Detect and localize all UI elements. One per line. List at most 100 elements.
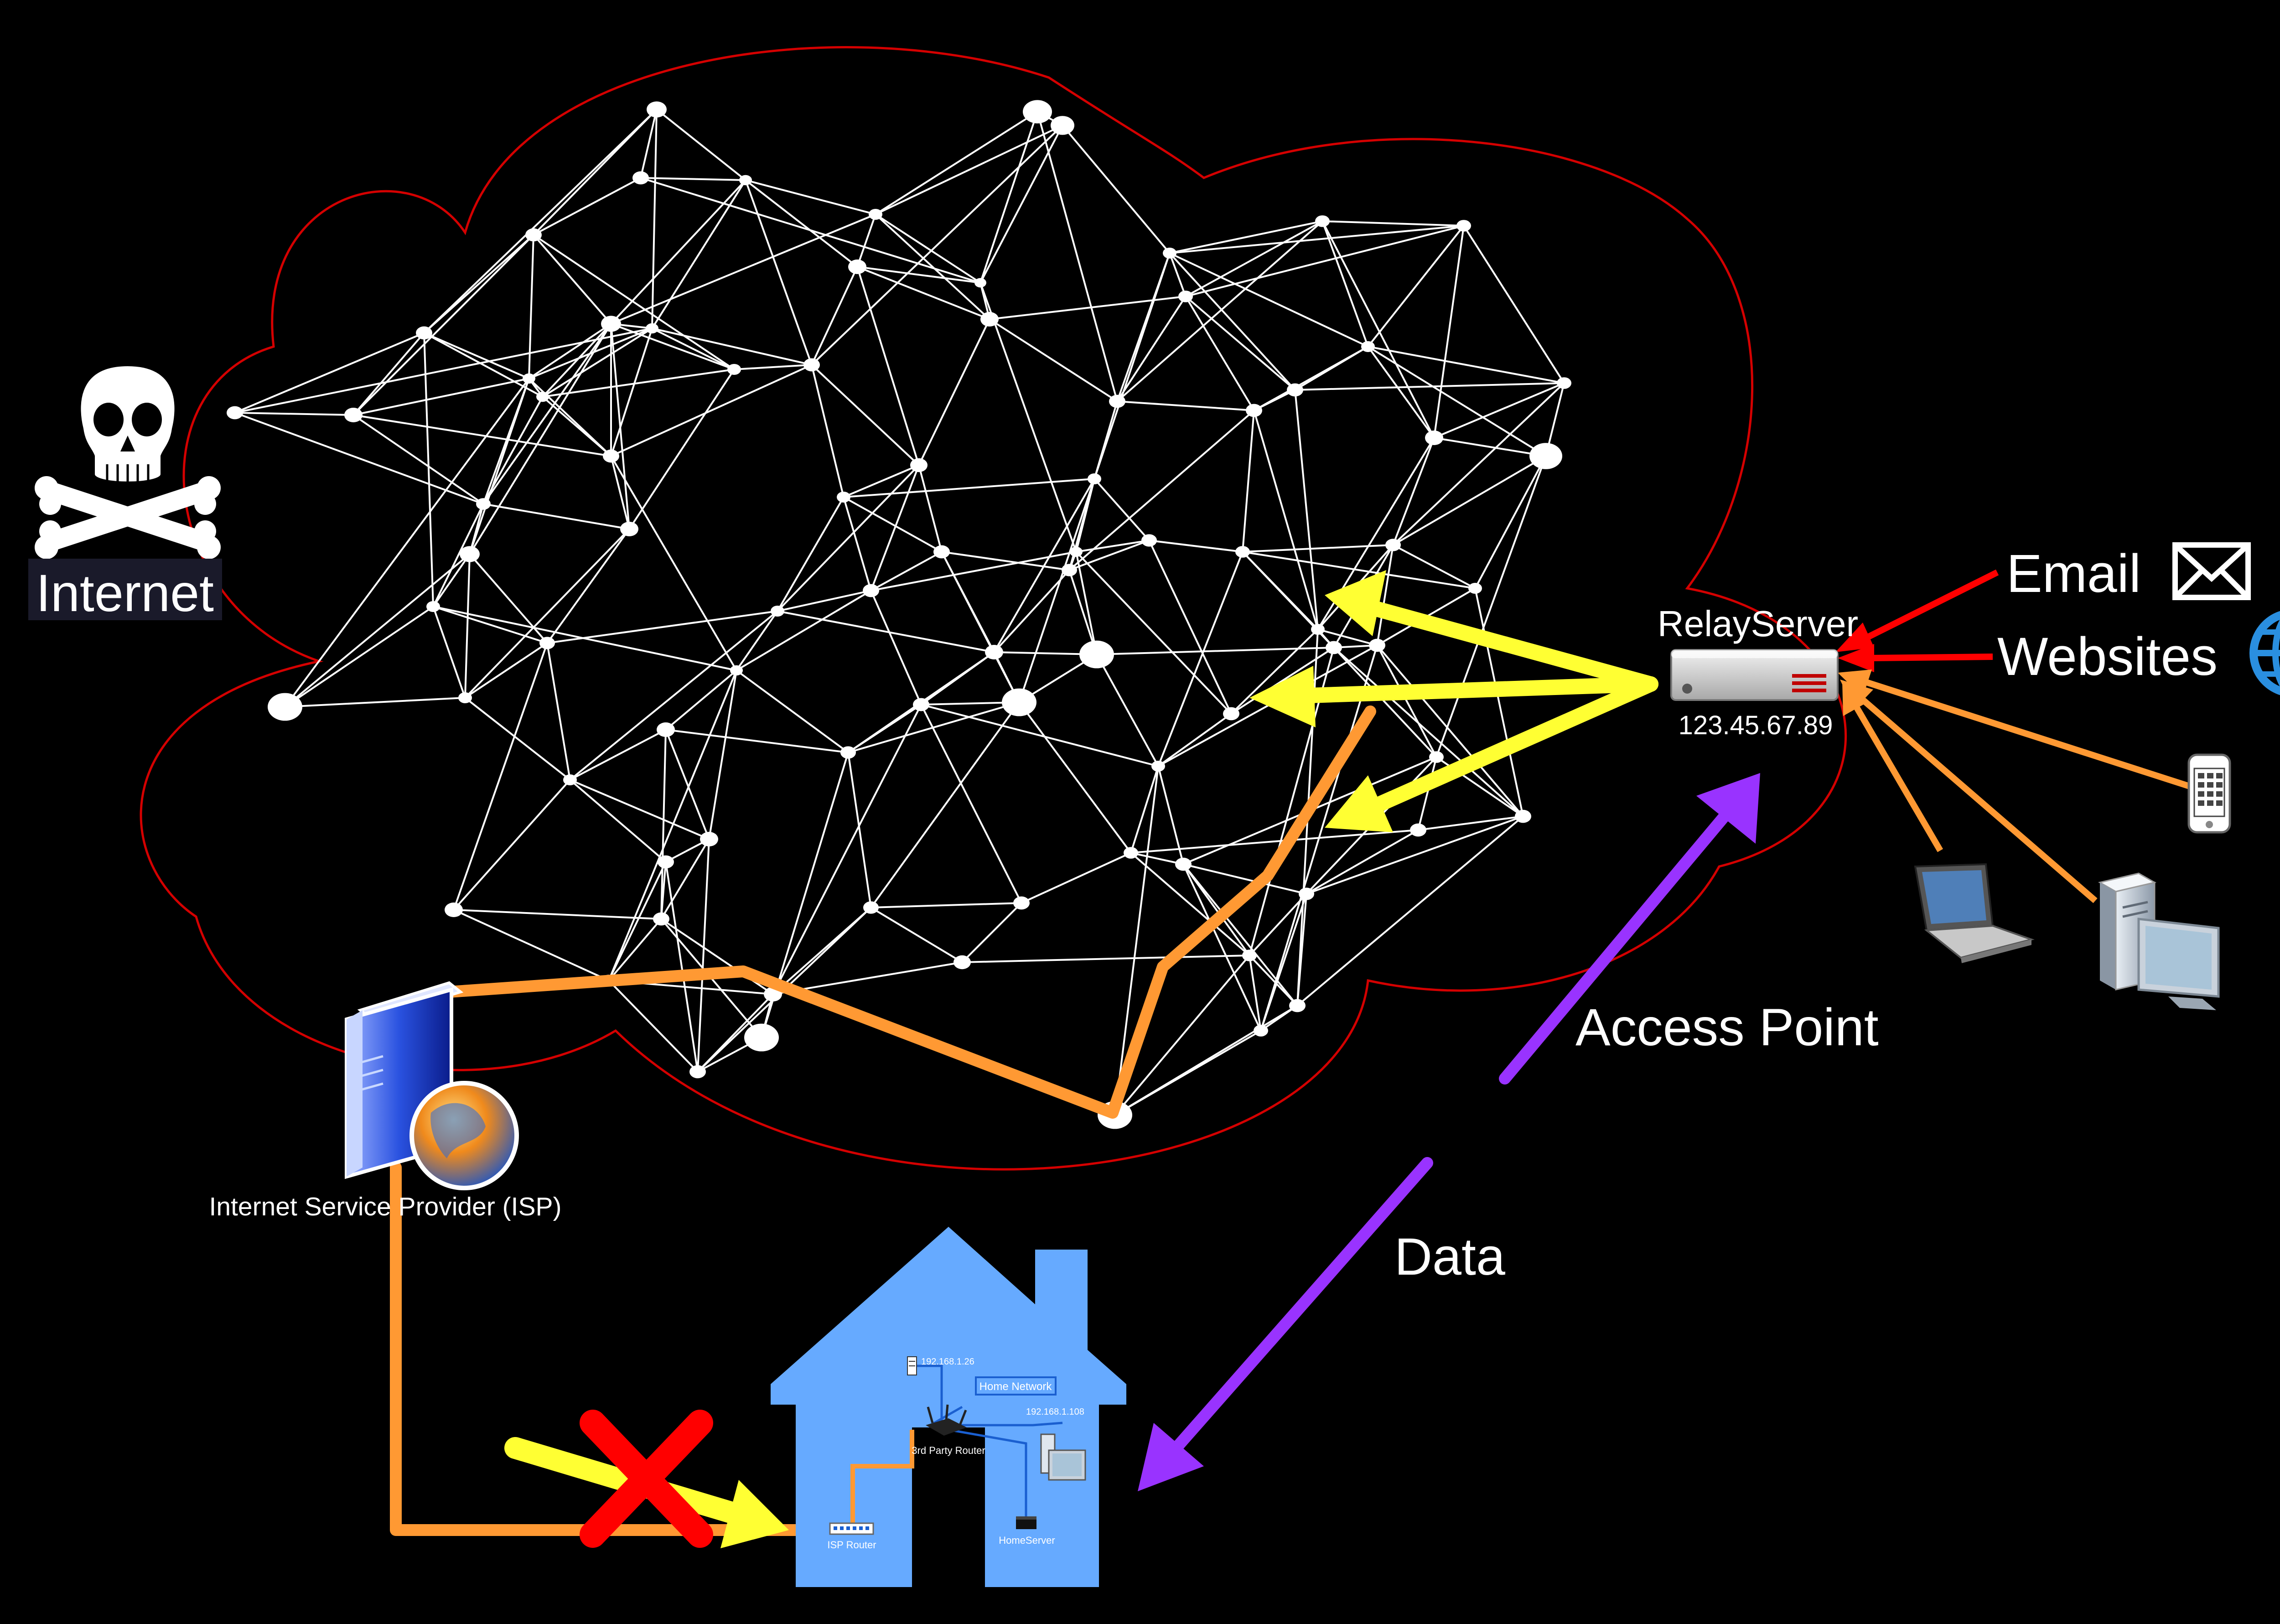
mesh-link [745,180,813,365]
mesh-link [1117,400,1254,411]
laptop-icon [1914,863,2035,963]
relay-server-label: RelayServer [1658,603,1858,644]
mesh-link [1116,296,1187,402]
mesh-link [1068,410,1255,571]
home-network-label-bg [975,1376,1057,1396]
mesh-link [464,697,571,781]
mesh-link [569,610,778,781]
mesh-node [1124,847,1138,859]
mesh-link [875,111,1038,215]
mesh-node [771,606,784,617]
mesh-link [979,125,1063,283]
mesh-link [533,234,735,370]
mesh-link [962,955,1250,963]
mesh-link [1185,296,1296,391]
mesh-link [941,551,1070,571]
mesh-link [651,109,658,329]
mesh-link [1306,829,1419,895]
mesh-link [870,465,920,591]
mesh-link [1185,225,1464,297]
home-server-label: HomeServer [999,1535,1055,1546]
mesh-node [1289,999,1306,1012]
mesh-link [1392,437,1435,545]
mesh-link [423,234,534,334]
mesh-link [1062,125,1171,254]
mesh-link [847,752,872,908]
mesh-link [533,234,612,325]
mesh-link [610,179,746,325]
mesh-link [1157,766,1184,865]
mesh-node [647,101,667,118]
mesh-link [1249,893,1307,956]
mesh-node [1326,641,1342,654]
mesh-link [453,909,609,981]
data-label: Data [1394,1228,1505,1286]
mesh-link [1185,220,1323,297]
mesh-node [1361,341,1375,352]
mesh-node [536,391,549,402]
mesh-node [837,492,850,503]
mesh-node [739,175,752,186]
request-arrows [1835,569,1999,672]
mesh-link [1021,852,1131,904]
mesh-link [736,590,872,671]
mesh-link [1130,766,1159,853]
server-globe-icon [345,981,519,1190]
mesh-link [353,414,611,457]
mesh-link [1249,955,1262,1031]
mesh-link [482,378,530,504]
mesh-link [234,327,653,414]
envelope-icon [2172,542,2251,600]
mesh-link [610,328,653,457]
mesh-node [1235,546,1250,558]
mesh-node [1088,473,1101,484]
mesh-link [1096,647,1334,655]
mesh-node [1311,624,1325,635]
network-mesh [227,100,1571,1129]
mesh-link [1242,410,1255,552]
mesh-node [1429,751,1444,763]
mesh-link [570,729,666,781]
mesh-link [569,779,667,863]
mesh-link [528,323,612,379]
mesh-link [811,364,845,498]
mesh-link [1182,864,1262,1031]
mesh-node [1468,583,1482,594]
mesh-link [1114,1005,1298,1116]
mesh-link [993,478,1095,653]
mesh-node [657,722,675,737]
mesh-link [1367,346,1435,439]
mesh-link [284,553,471,708]
mesh-link [1130,852,1184,865]
mesh-link [610,456,630,529]
internet-label-bg [28,559,222,620]
router-icon [926,1404,967,1436]
mesh-link [918,319,990,466]
mesh-link [1434,382,1565,439]
mesh-link [570,779,710,840]
mesh-node [848,259,866,274]
mesh-link [1474,456,1547,589]
mesh-link [875,125,1063,215]
mesh-link [432,503,484,607]
mesh-link [234,412,354,416]
mesh-link [611,213,876,325]
mesh-link [352,234,534,416]
mesh-link [660,838,710,920]
mesh-node [227,406,243,420]
mesh-link [1114,766,1159,1116]
mesh-link [433,606,548,644]
mesh-link [1114,955,1250,1116]
mesh-link [528,234,534,379]
mesh-link [1333,647,1437,758]
access-point-arrow [1499,773,1760,1084]
mesh-link [353,378,529,416]
mesh-link [1321,221,1369,347]
mesh-link [1254,346,1368,411]
email-label: Email [2006,544,2141,604]
mesh-link [1367,225,1465,348]
mesh-node [953,955,971,970]
mesh-node [646,323,658,334]
mesh-link [1036,111,1118,402]
mesh-node [727,364,741,375]
